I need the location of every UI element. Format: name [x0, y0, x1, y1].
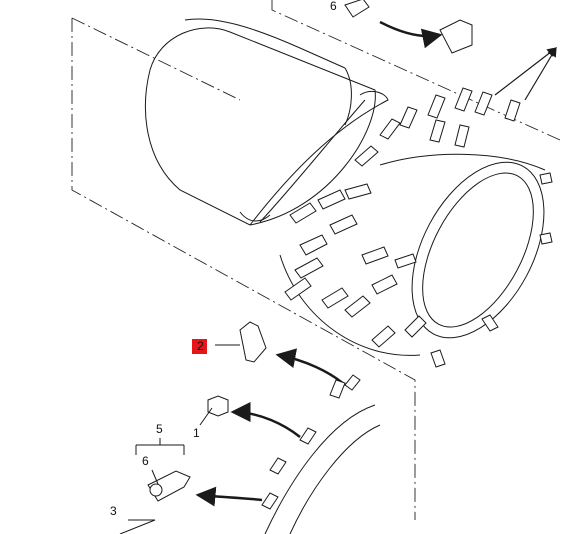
- cutter-ring: [279, 153, 546, 356]
- arrow-2: [275, 348, 346, 386]
- callout-1: 1: [193, 426, 200, 440]
- callout-6: 6: [142, 454, 149, 468]
- callout-3: 3: [110, 504, 117, 518]
- arrow-1: [230, 402, 301, 438]
- callout-top: 6: [330, 0, 337, 13]
- lower-ring-segment: [261, 374, 381, 534]
- part-1-block: [199, 395, 229, 426]
- part-2-wedge: [215, 321, 267, 363]
- part-6-tooth-holder: [135, 438, 191, 502]
- callout-2: 2: [197, 339, 204, 353]
- cutter-teeth: [284, 87, 553, 368]
- top-assembly: [344, 0, 557, 101]
- callout-5: 5: [156, 422, 163, 436]
- drum-belt: [145, 18, 389, 226]
- callout-2-highlight: [192, 339, 207, 354]
- leader-3: [119, 519, 156, 534]
- arrow-5: [195, 486, 263, 507]
